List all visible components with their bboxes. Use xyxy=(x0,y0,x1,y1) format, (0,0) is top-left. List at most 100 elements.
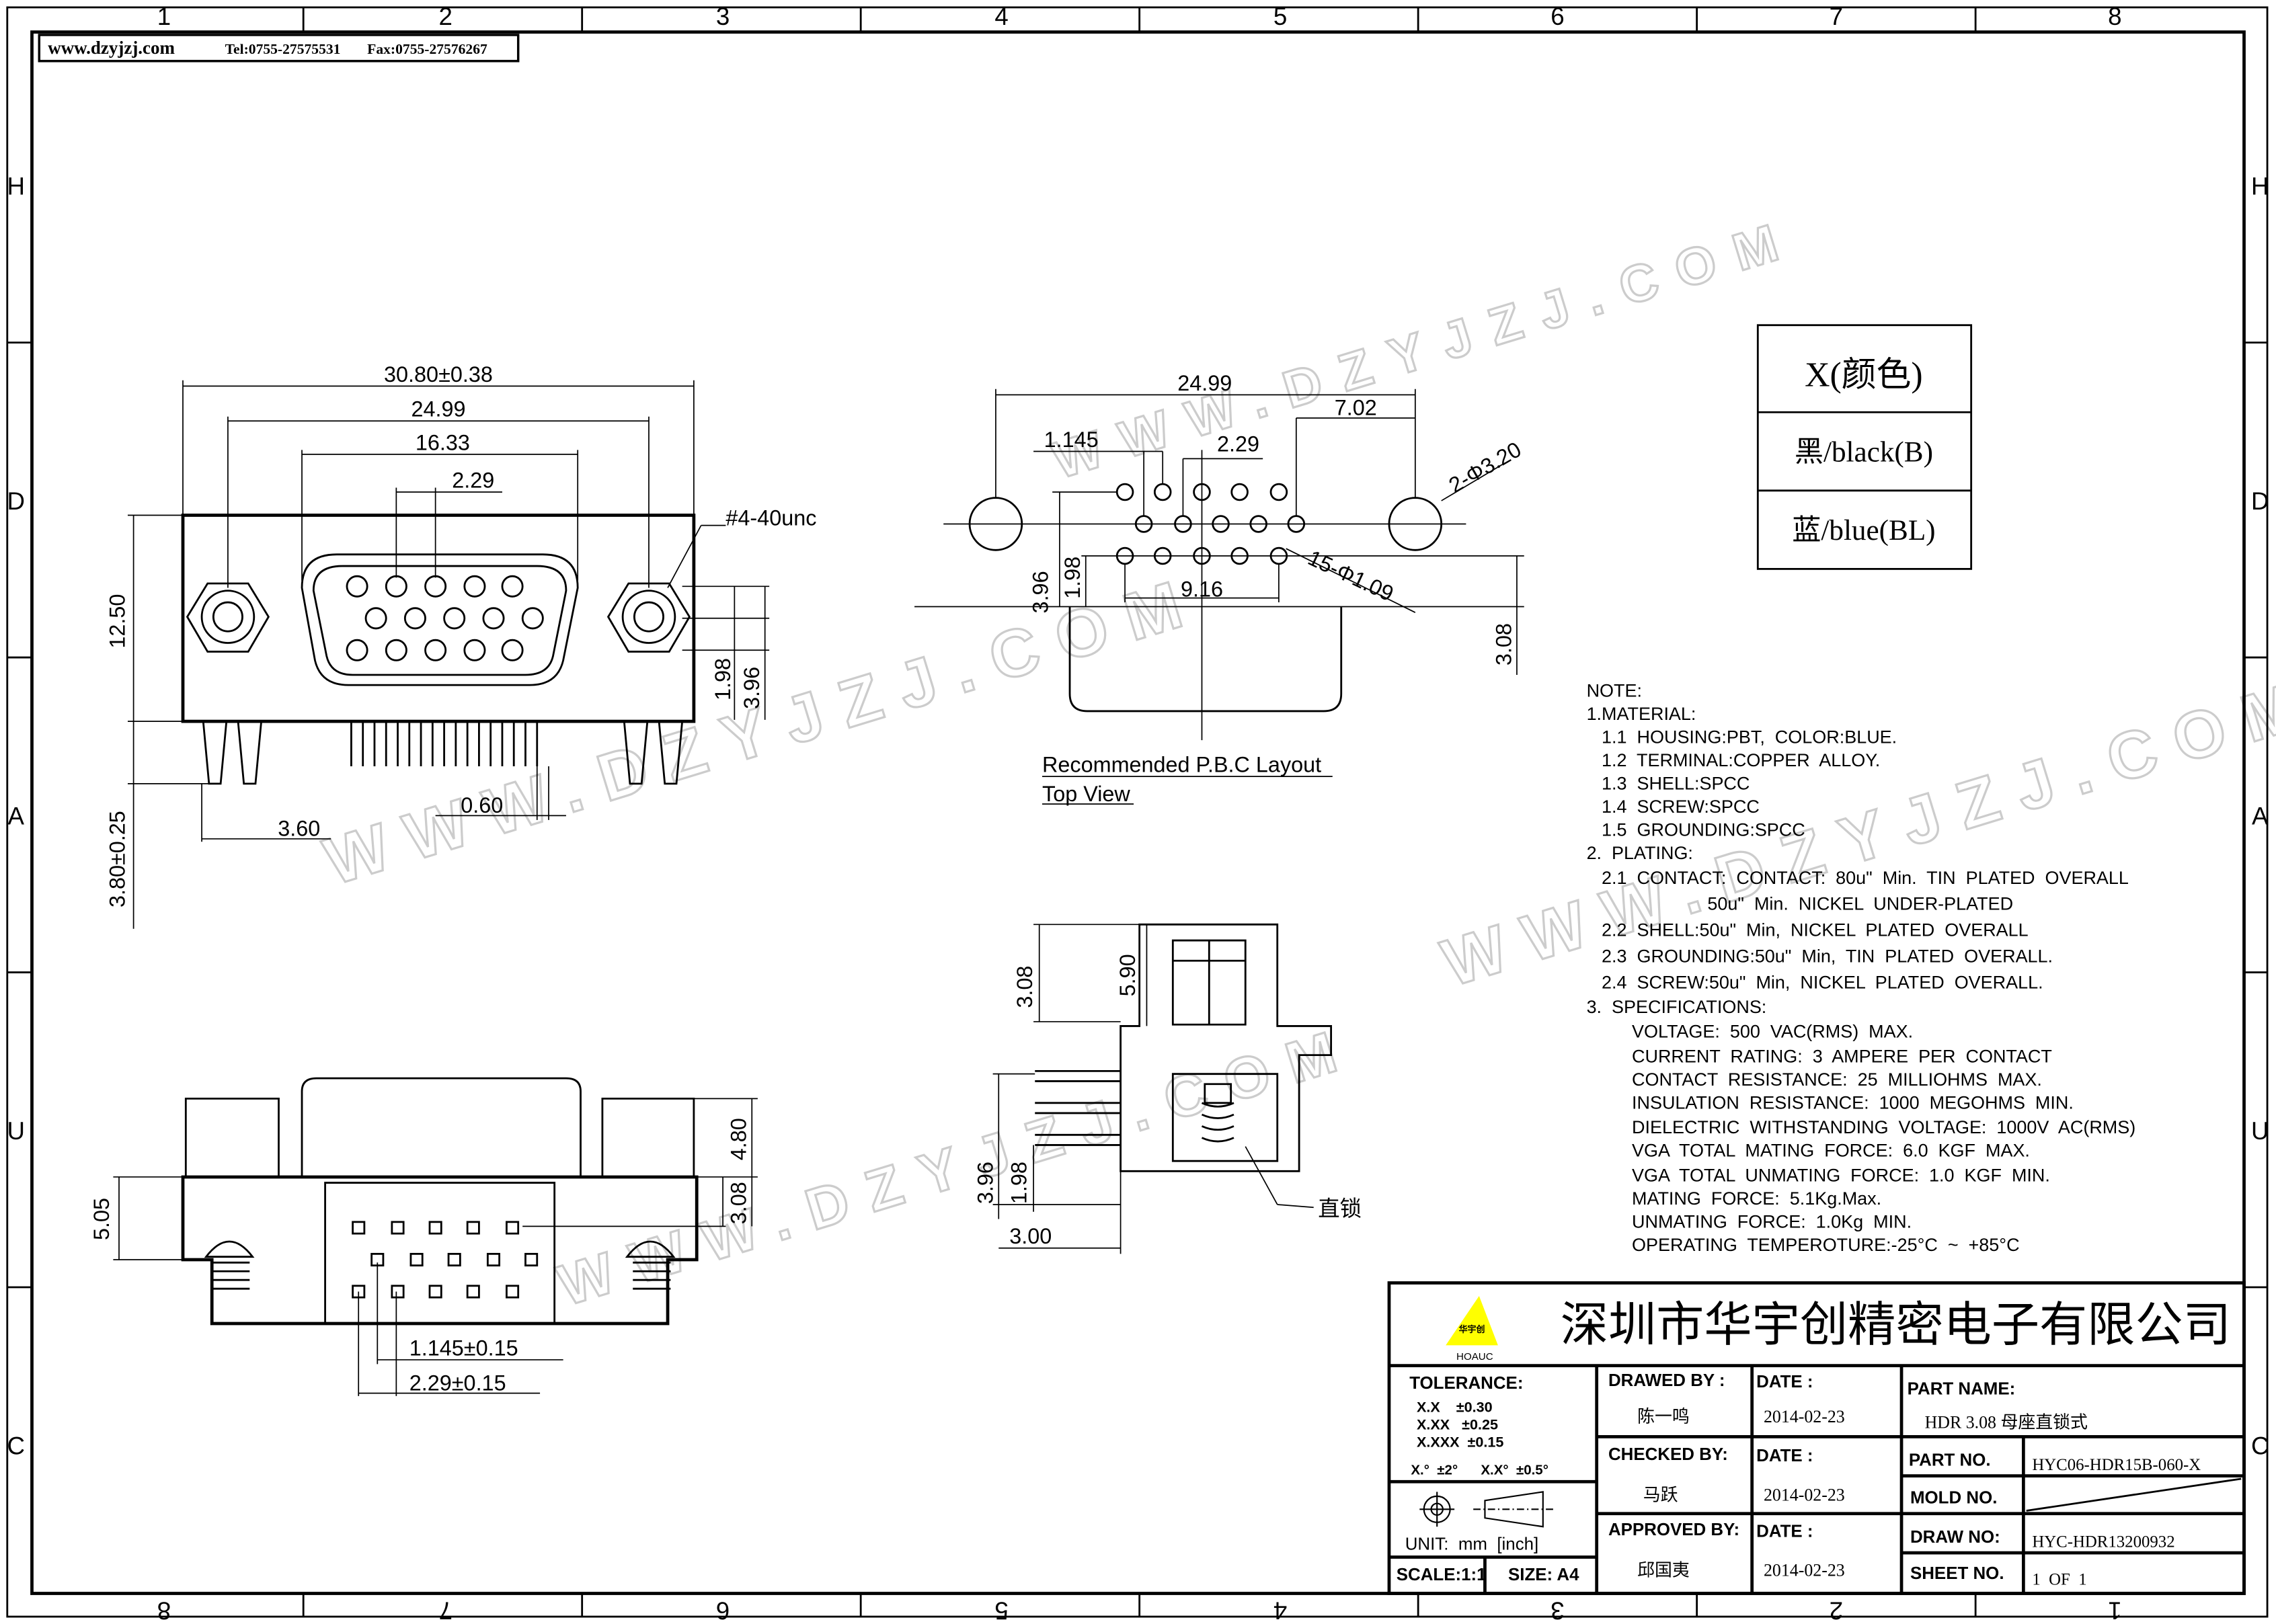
side-dim-3: 3.96 xyxy=(974,1162,998,1204)
grid-row-label: C xyxy=(7,1432,25,1459)
note-line: OPERATING TEMPEROTURE:-25°C ~ +85°C xyxy=(1587,1235,2020,1255)
dim-row1: 1.98 xyxy=(711,658,735,700)
note-line: 2.1 CONTACT: CONTACT: 80u" Min. TIN PLAT… xyxy=(1587,868,2129,888)
screw-right xyxy=(606,582,691,653)
note-line: 1.3 SHELL:SPCC xyxy=(1587,774,1750,794)
dim-tail-offset: 3.60 xyxy=(278,817,320,841)
unit-label: UNIT: mm [inch] xyxy=(1405,1535,1539,1554)
side-view: 3.08 5.90 3.96 1.98 3.00 直锁 xyxy=(974,923,1362,1254)
checked-by-name: 马跃 xyxy=(1643,1485,1678,1504)
note-line: MATING FORCE: 5.1Kg.Max. xyxy=(1587,1188,1882,1209)
approved-by-label: APPROVED BY: xyxy=(1608,1520,1739,1539)
mold-no-label: MOLD NO. xyxy=(1910,1489,1997,1508)
note-line: 3. SPECIFICATIONS: xyxy=(1587,997,1767,1017)
pcb-dim-pitch: 2.29 xyxy=(1217,432,1259,456)
grid-col-label: 7 xyxy=(439,1596,453,1624)
grid-col-label: 1 xyxy=(2108,1596,2121,1624)
pcb-dim-width: 24.99 xyxy=(1177,371,1232,395)
note-line: 1.MATERIAL: xyxy=(1587,704,1696,724)
scale-label: SCALE:1:1 xyxy=(1397,1566,1487,1584)
tolerance-row: X.X ±0.30 xyxy=(1417,1399,1493,1416)
note-line: UNMATING FORCE: 1.0Kg MIN. xyxy=(1587,1211,1912,1231)
grid-col-label: 3 xyxy=(1551,1596,1564,1624)
note-line: VGA TOTAL MATING FORCE: 6.0 KGF MAX. xyxy=(1587,1141,2030,1161)
grid-row-label: H xyxy=(2251,172,2269,200)
pcb-dim-row-span: 9.16 xyxy=(1181,577,1223,601)
pcb-dim-offset: 7.02 xyxy=(1335,396,1377,420)
note-line: 2. PLATING: xyxy=(1587,843,1693,863)
pcb-dim-half-pitch: 1.145 xyxy=(1044,428,1099,452)
drawed-date: 2014-02-23 xyxy=(1764,1407,1845,1426)
bottom-dim-4: 1.145±0.15 xyxy=(409,1336,518,1360)
color-option: 黑/black(B) xyxy=(1795,437,1933,469)
bottom-dim-5: 2.29±0.15 xyxy=(409,1371,506,1395)
tolerance-label: TOLERANCE: xyxy=(1409,1374,1523,1393)
bottom-view: 5.05 4.80 3.08 1.145±0.15 2.29±0.15 xyxy=(89,1077,758,1396)
bottom-dim-1: 5.05 xyxy=(89,1198,114,1240)
color-table: X(颜色) 黑/black(B) 蓝/blue(BL) xyxy=(1756,324,1973,570)
color-table-header: X(颜色) xyxy=(1805,356,1923,394)
lock-label: 直锁 xyxy=(1318,1196,1362,1221)
angle-tolerance: X.° ±2° X.X° ±0.5° xyxy=(1411,1462,1548,1477)
pcb-caption: Recommended P.B.C Layout xyxy=(1042,753,1321,777)
side-dim-5: 3.00 xyxy=(1009,1224,1052,1248)
grid-row-label: A xyxy=(2252,802,2269,829)
dim-row2: 3.96 xyxy=(740,667,764,709)
grid-row-label: D xyxy=(2251,487,2269,515)
date-label: DATE : xyxy=(1756,1447,1813,1465)
checked-by-label: CHECKED BY: xyxy=(1608,1445,1728,1464)
grid-col-label: 4 xyxy=(1273,1596,1287,1624)
dim-pin-pitch: 2.29 xyxy=(452,469,494,493)
side-dim-1: 3.08 xyxy=(1013,966,1037,1008)
approved-date: 2014-02-23 xyxy=(1764,1561,1845,1580)
grid-col-label: 6 xyxy=(1551,3,1564,30)
website-text: www.dzyjzj.com xyxy=(48,38,175,58)
grid-col-label: 5 xyxy=(1273,3,1287,30)
header-contact-box: www.dzyjzj.com Tel:0755-27575531 Fax:075… xyxy=(38,34,520,63)
dim-screw-pitch: 24.99 xyxy=(411,397,465,421)
svg-text:华宇创: 华宇创 xyxy=(1459,1324,1485,1334)
grid-row-label: C xyxy=(2251,1432,2269,1459)
note-line: 2.4 SCREW:50u" Min, NICKEL PLATED OVERAL… xyxy=(1587,972,2043,992)
grid-row-label: U xyxy=(7,1117,25,1145)
note-line: 2.3 GROUNDING:50u" Min, TIN PLATED OVERA… xyxy=(1587,946,2053,966)
grid-col-label: 8 xyxy=(157,1596,171,1624)
sheet-frame: 1 2 3 4 5 6 7 8 8 7 6 5 4 3 2 1 H D A U … xyxy=(6,3,2269,1624)
side-dim-2: 5.90 xyxy=(1115,954,1140,996)
grid-row-label: D xyxy=(7,487,25,515)
grid-col-label: 8 xyxy=(2108,3,2121,30)
draw-no-label: DRAW NO: xyxy=(1910,1528,2000,1547)
note-line: DIELECTRIC WITHSTANDING VOLTAGE: 1000V A… xyxy=(1587,1117,2136,1137)
checked-date: 2014-02-23 xyxy=(1764,1485,1845,1504)
grid-col-label: 2 xyxy=(439,3,453,30)
pin-holes-front xyxy=(346,575,544,661)
dim-overall: 30.80±0.38 xyxy=(384,362,493,387)
dim-shell-width: 16.33 xyxy=(416,430,470,454)
date-label: DATE : xyxy=(1756,1522,1813,1541)
pcb-dim-row-a: 3.96 xyxy=(1029,571,1053,613)
note-line: VOLTAGE: 500 VAC(RMS) MAX. xyxy=(1587,1022,1914,1042)
side-dim-4: 1.98 xyxy=(1007,1162,1031,1204)
pcb-dim-depth: 3.08 xyxy=(1491,623,1516,665)
grid-row-label: H xyxy=(7,172,25,200)
note-line: 1.2 TERMINAL:COPPER ALLOY. xyxy=(1587,750,1881,770)
part-name-value: HDR 3.08 母座直锁式 xyxy=(1925,1412,2088,1432)
note-line: INSULATION RESISTANCE: 1000 MEGOHMS MIN. xyxy=(1587,1092,2074,1112)
note-line: CONTACT RESISTANCE: 25 MILLIOHMS MAX. xyxy=(1587,1069,2042,1090)
dim-height: 12.50 xyxy=(106,594,130,649)
note-line: 2.2 SHELL:50u" Min, NICKEL PLATED OVERAL… xyxy=(1587,920,2029,940)
pcb-layout-view: 24.99 7.02 1.145 2.29 2-Φ3.20 15-Φ1.09 9… xyxy=(914,371,1525,806)
grid-col-label: 4 xyxy=(994,3,1008,30)
board-lock-pins xyxy=(202,721,684,785)
title-block: 华宇创 HOAUC 深圳市华宇创精密电子有限公司 TOLERANCE: X.X … xyxy=(1387,1281,2246,1595)
dim-pin-width: 0.60 xyxy=(461,793,503,817)
note-line: 50u" Min. NICKEL UNDER-PLATED xyxy=(1587,894,2014,914)
svg-text:HOAUC: HOAUC xyxy=(1456,1351,1493,1363)
pcb-caption-view: Top View xyxy=(1042,782,1130,806)
grid-row-label: U xyxy=(2251,1117,2269,1145)
sheet-no-label: SHEET NO. xyxy=(1910,1564,2004,1583)
note-line: 1.1 HOUSING:PBT, COLOR:BLUE. xyxy=(1587,727,1897,747)
notes: NOTE: 1.MATERIAL: 1.1 HOUSING:PBT, COLOR… xyxy=(1587,680,2136,1255)
part-no-label: PART NO. xyxy=(1909,1451,1991,1470)
grid-col-label: 1 xyxy=(157,3,171,30)
